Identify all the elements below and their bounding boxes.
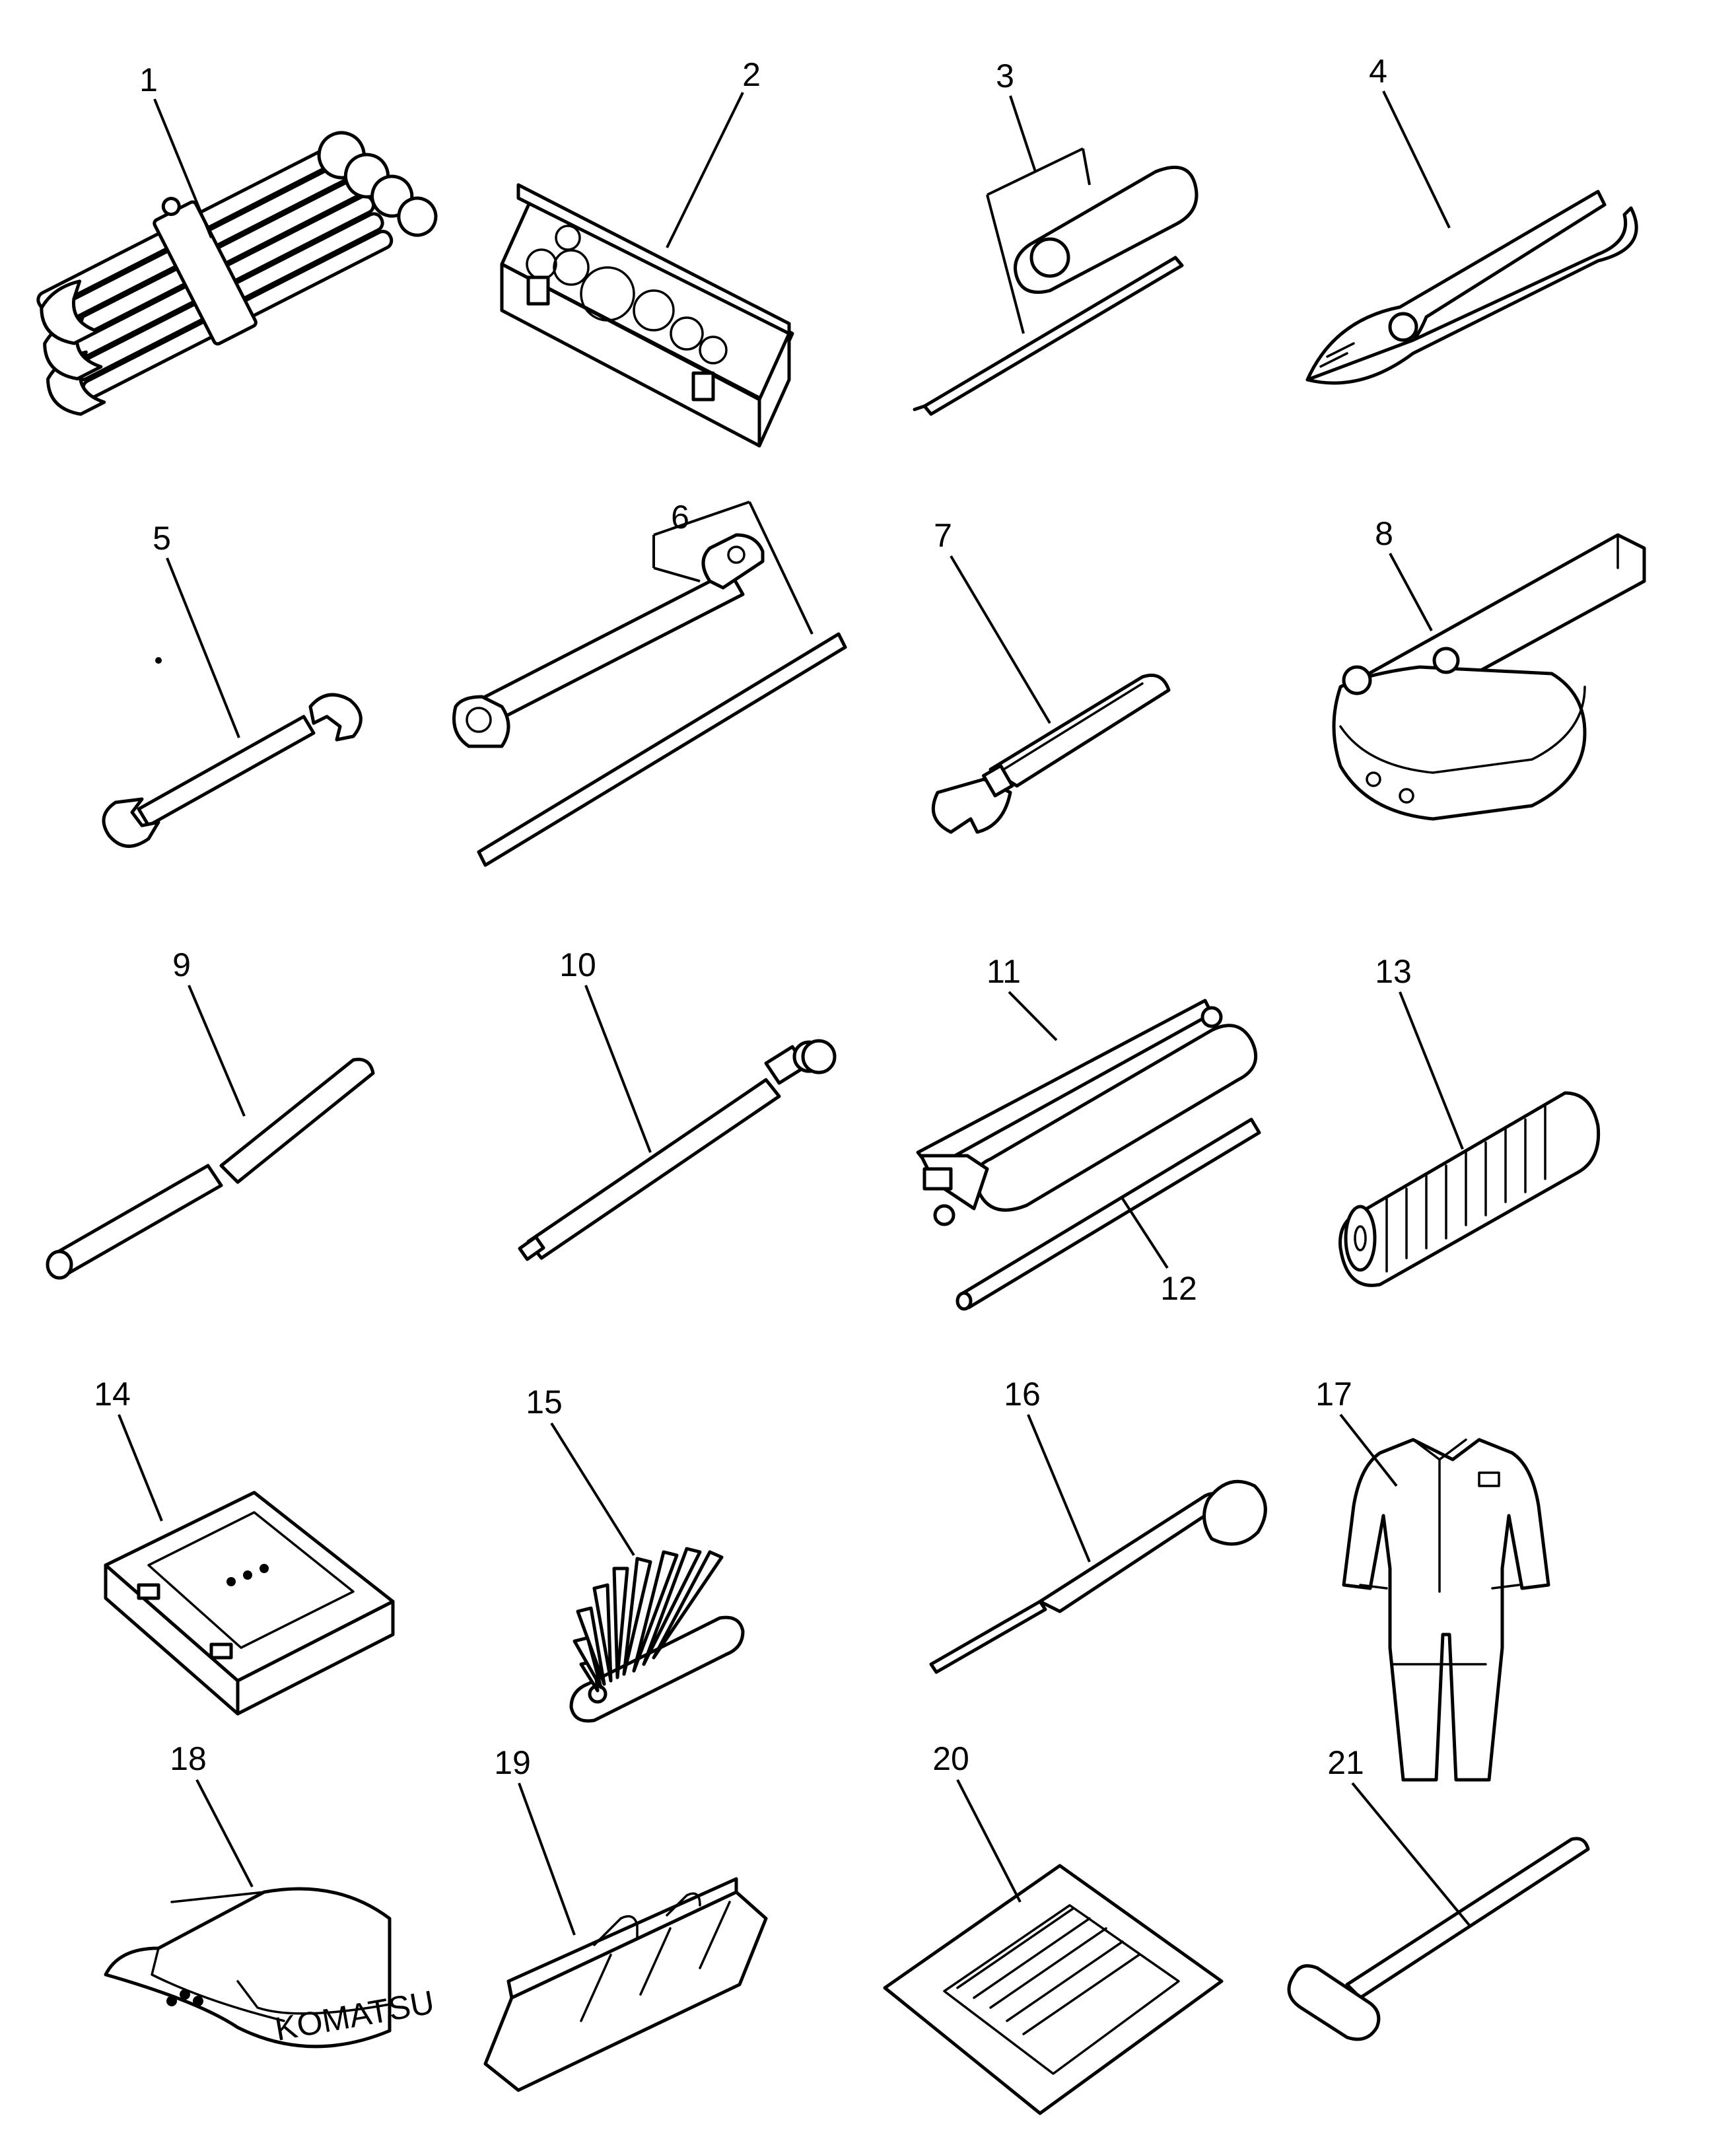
callout-17: 17 (1315, 1376, 1352, 1413)
tool-bag-icon (483, 1877, 768, 2092)
callout-6: 6 (671, 499, 689, 536)
callout-21: 21 (1327, 1744, 1364, 1781)
callout-13: 13 (1375, 953, 1412, 990)
callout-5: 5 (153, 520, 171, 557)
callout-19: 19 (494, 1744, 531, 1781)
callout-15: 15 (526, 1384, 563, 1421)
wrench-set-icon (36, 131, 438, 416)
feeler-gauge-icon (569, 1547, 745, 1723)
box-wrench-with-bar-icon (452, 501, 847, 867)
open-end-wrench-icon (102, 657, 363, 848)
callout-1: 1 (139, 61, 158, 98)
callout-9: 9 (172, 946, 191, 983)
callout-20: 20 (932, 1740, 969, 1777)
callout-2: 2 (742, 56, 761, 93)
manual-sheet-icon (883, 1864, 1224, 2115)
callout-4: 4 (1369, 53, 1387, 90)
grease-pump-icon (518, 1039, 837, 1261)
callout-8: 8 (1375, 515, 1393, 552)
callout-3: 3 (996, 57, 1014, 94)
pliers-icon (1305, 190, 1638, 385)
coverall-icon (1342, 1438, 1550, 1782)
gauge-tool-icon (929, 1479, 1267, 1674)
hammer-icon (1287, 1837, 1590, 2041)
callout-11: 11 (987, 953, 1021, 990)
filter-wrench-icon (1332, 533, 1646, 821)
adjustable-wrench-icon (931, 674, 1171, 834)
grease-hose-icon (955, 1117, 1261, 1311)
coil-hose-icon (1338, 1091, 1601, 1287)
callout-16: 16 (1004, 1376, 1041, 1413)
callout-18: 18 (170, 1740, 207, 1777)
screwdriver-set-icon (913, 147, 1198, 416)
callout-14: 14 (94, 1376, 131, 1413)
tool-case-icon (104, 1491, 395, 1716)
cap-icon (104, 1887, 392, 2049)
grease-gun-icon (916, 999, 1258, 1226)
callout-12: 12 (1160, 1270, 1197, 1307)
callout-7: 7 (934, 517, 952, 554)
callout-10: 10 (559, 946, 596, 983)
socket-set-case-icon (500, 183, 794, 448)
extension-pipe-icon (46, 1057, 375, 1280)
